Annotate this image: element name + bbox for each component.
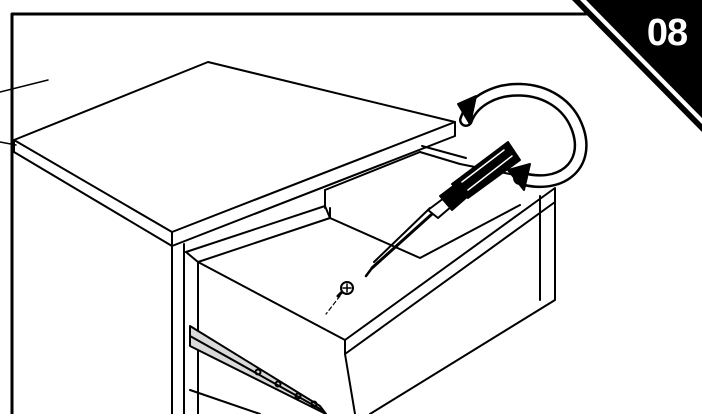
drawer-inner-wall [198,262,345,340]
cabinet-top [14,62,455,232]
step-number: 08 [636,14,698,52]
leader-line [0,80,48,92]
runner-rail [422,146,466,158]
lower-drawer-edge [190,390,260,414]
drawer-front [345,188,555,414]
screw-icon [326,282,353,314]
